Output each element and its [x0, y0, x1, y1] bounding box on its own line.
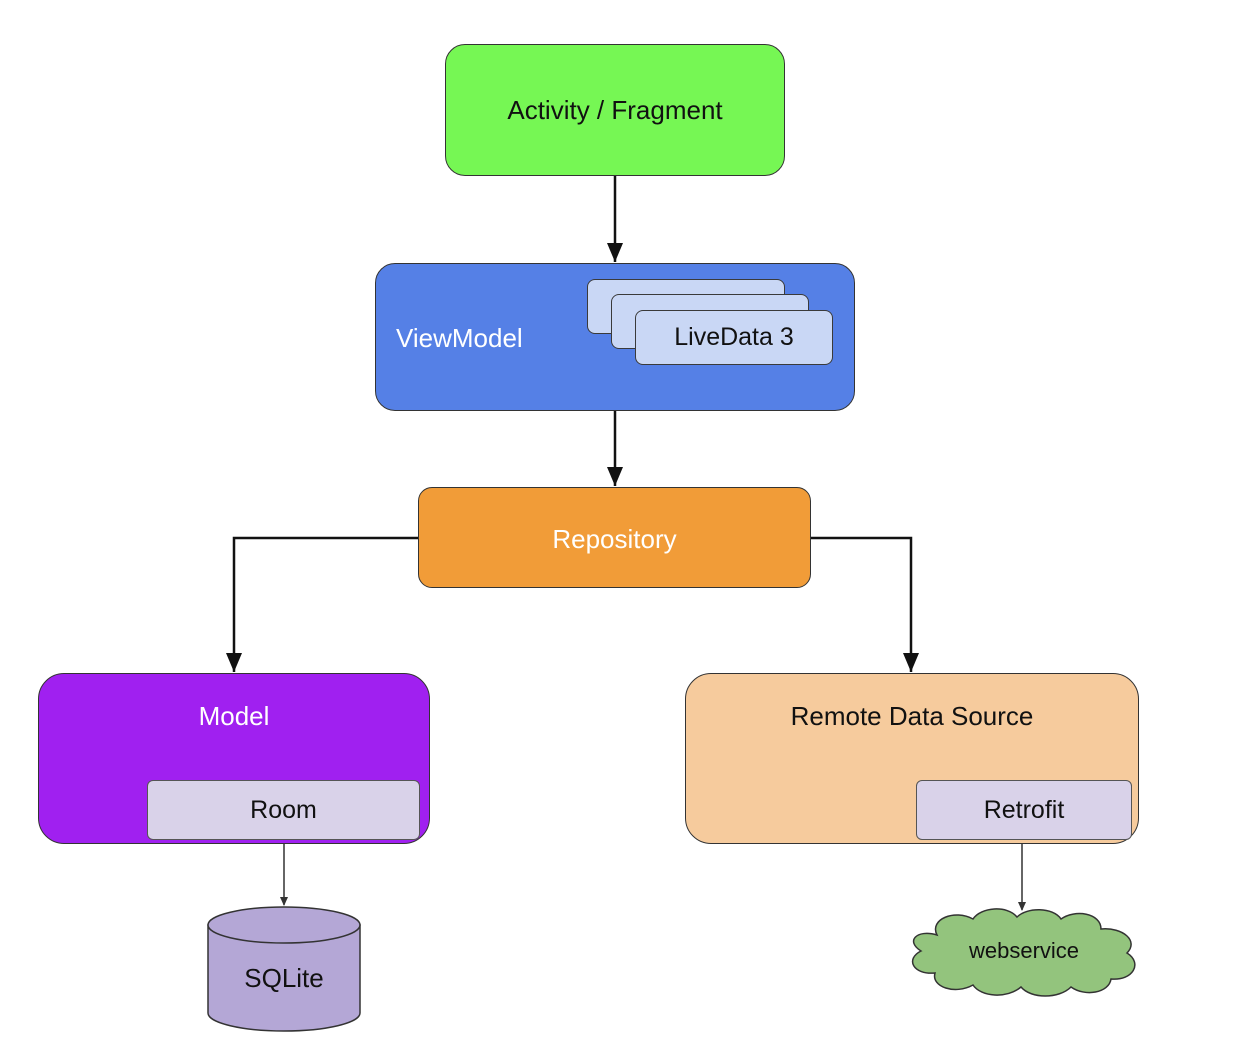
- livedata-card-front: LiveData 3: [635, 310, 833, 365]
- webservice-cloud-icon: webservice: [903, 905, 1145, 1001]
- livedata-label: LiveData 3: [674, 323, 794, 351]
- edge-repository-remote: [811, 536, 913, 672]
- sqlite-cylinder-top: [207, 906, 361, 944]
- webservice-label: webservice: [968, 938, 1080, 963]
- sqlite-cylinder-body: [207, 924, 361, 1032]
- arrowhead-repository: [607, 467, 623, 486]
- repository-label: Repository: [552, 524, 677, 554]
- remote-data-source-label: Remote Data Source: [790, 701, 1034, 731]
- retrofit-node: Retrofit: [916, 780, 1132, 840]
- arrowhead-viewmodel: [607, 243, 623, 262]
- arrowhead-model: [226, 653, 242, 672]
- retrofit-label: Retrofit: [983, 795, 1065, 824]
- arrowhead-webservice: [1018, 902, 1026, 911]
- repository-node: Repository: [418, 487, 811, 588]
- activity-fragment-label: Activity / Fragment: [507, 95, 723, 125]
- sqlite-label: SQLite: [244, 963, 324, 993]
- edge-repository-model: [232, 536, 418, 672]
- sqlite-database-icon: SQLite: [206, 905, 362, 1033]
- room-node: Room: [147, 780, 420, 840]
- viewmodel-label: ViewModel: [396, 323, 523, 353]
- webservice-cloud-shape: [911, 908, 1136, 997]
- arrowhead-sqlite: [280, 897, 288, 906]
- room-label: Room: [250, 795, 317, 824]
- arrowhead-remote: [903, 653, 919, 672]
- activity-fragment-node: Activity / Fragment: [445, 44, 785, 176]
- model-label: Model: [198, 701, 270, 731]
